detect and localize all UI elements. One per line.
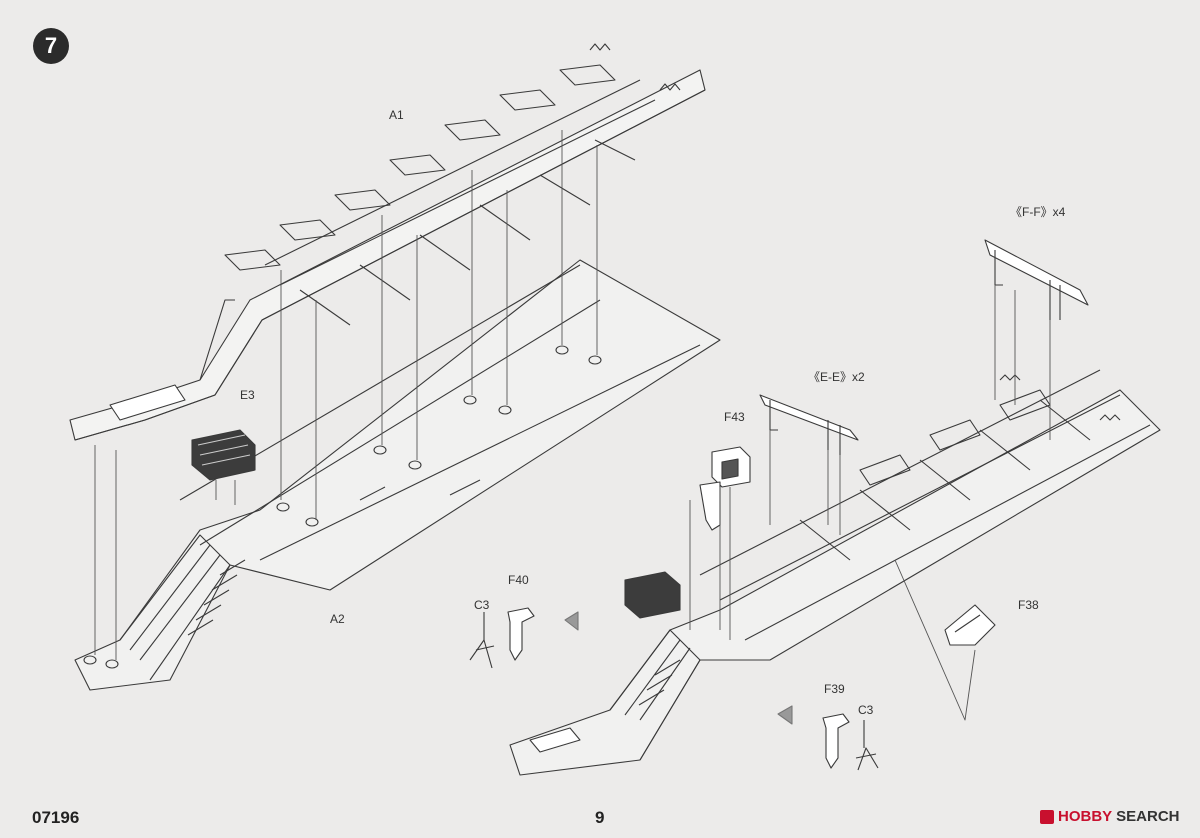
part-f38 [944, 604, 996, 646]
frame-a2 [74, 259, 721, 691]
label-f40: F40 [508, 573, 529, 587]
watermark-logo: HOBBY SEARCH [1040, 808, 1180, 825]
product-code: 07196 [32, 808, 80, 827]
part-f39 [822, 713, 850, 769]
label-a2: A2 [330, 612, 345, 626]
brand-text-b: SEARCH [1116, 808, 1180, 825]
part-f40 [507, 607, 535, 661]
part-c3-left [469, 612, 495, 669]
assembly-arrow [777, 705, 793, 725]
sub-assembly-e-e [759, 394, 859, 455]
step-number-badge: 7 [33, 28, 69, 64]
sub-assembly-f-f [984, 239, 1089, 320]
label-e-e: 《E-E》x2 [808, 370, 865, 384]
frame-assembled [509, 369, 1161, 776]
label-e3: E3 [240, 388, 255, 402]
label-f39: F39 [824, 682, 845, 696]
part-f43 [711, 446, 751, 488]
brand-text-a: HOBBY [1058, 808, 1113, 825]
label-f-f: 《F-F》x4 [1010, 205, 1066, 219]
assembly-arrow [564, 611, 579, 631]
label-f38: F38 [1018, 598, 1039, 612]
frame-a1 [69, 43, 706, 441]
label-c3-right: C3 [858, 703, 874, 717]
part-c3-right [855, 720, 879, 771]
label-a1: A1 [389, 108, 404, 122]
part-e3 [191, 429, 256, 481]
page-number: 9 [595, 808, 605, 827]
label-f43: F43 [724, 410, 745, 424]
brand-icon [1040, 809, 1054, 824]
label-c3-left: C3 [474, 598, 490, 612]
